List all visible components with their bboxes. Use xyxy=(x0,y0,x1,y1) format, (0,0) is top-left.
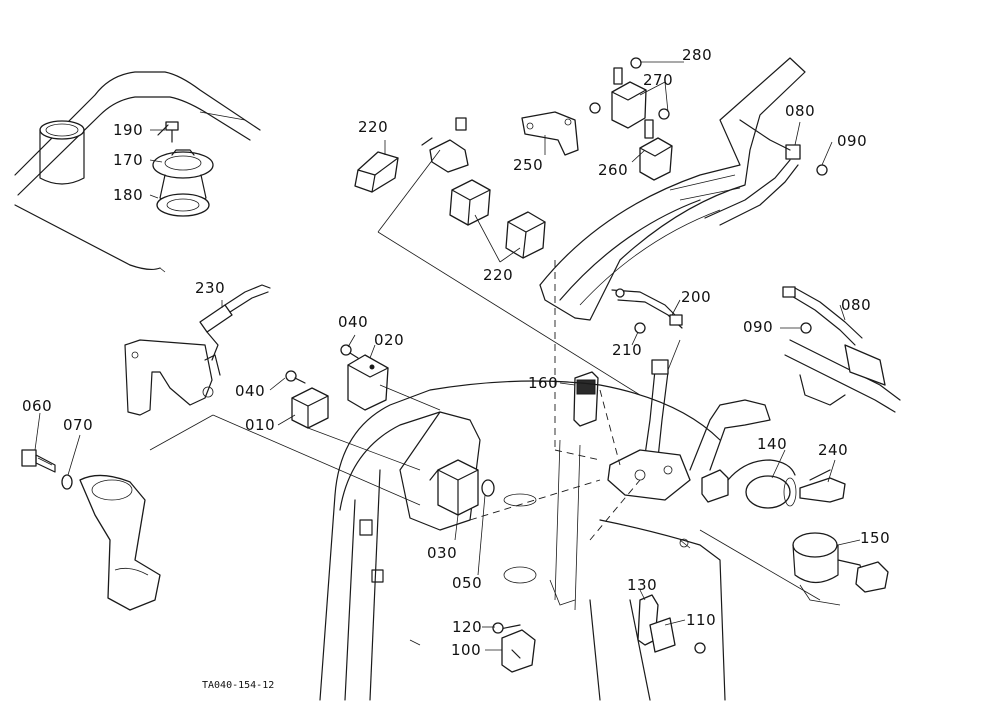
nut-050 xyxy=(481,479,495,497)
relay-260-lower xyxy=(639,119,673,181)
light-150 xyxy=(792,532,889,606)
bracket-100 xyxy=(492,622,536,673)
callout-110: 110 xyxy=(686,611,717,629)
callout-010: 010 xyxy=(245,416,276,434)
relay-220-left xyxy=(354,151,399,193)
key-240 xyxy=(799,469,846,503)
callout-030: 030 xyxy=(427,544,458,562)
callout-050: 050 xyxy=(452,574,483,592)
callout-160: 160 xyxy=(528,374,559,392)
callout-210: 210 xyxy=(612,341,643,359)
left-bracket xyxy=(124,339,221,416)
relay-220-right xyxy=(505,211,546,259)
callout-100: 100 xyxy=(451,641,482,659)
callout-090-upper: 090 xyxy=(837,132,868,150)
callout-180: 180 xyxy=(113,186,144,204)
relay-010 xyxy=(291,387,329,429)
relay-030 xyxy=(429,459,479,516)
steering-shaft xyxy=(784,339,901,413)
callout-090-lower: 090 xyxy=(743,318,774,336)
callout-270: 270 xyxy=(643,71,674,89)
callout-040-upper: 040 xyxy=(338,313,369,331)
callout-240: 240 xyxy=(818,441,849,459)
bolt-040a xyxy=(285,370,306,384)
bracket-250 xyxy=(521,111,579,156)
callout-020: 020 xyxy=(374,331,405,349)
wiring-200 xyxy=(611,288,683,334)
washer-070 xyxy=(61,474,73,490)
callout-040-lower: 040 xyxy=(235,382,266,400)
switch-230 xyxy=(199,284,271,361)
callout-120: 120 xyxy=(452,618,483,636)
callout-220-lower: 220 xyxy=(483,266,514,284)
bolt-060 xyxy=(21,449,56,473)
callout-080-upper: 080 xyxy=(785,102,816,120)
fuel-tank-outline xyxy=(14,71,261,271)
relay-020 xyxy=(347,354,389,411)
callout-260: 260 xyxy=(598,161,629,179)
harness-080-upper xyxy=(704,119,828,226)
figure-code: TA040-154-12 xyxy=(202,680,275,691)
callout-070: 070 xyxy=(63,416,94,434)
callout-220-upper: 220 xyxy=(358,118,389,136)
relay-bracket-220 xyxy=(421,117,469,173)
connector-140 xyxy=(701,459,797,509)
callout-280: 280 xyxy=(682,46,713,64)
relay-260-upper xyxy=(611,67,647,129)
bolt-040b xyxy=(340,344,359,359)
harness-080-lower xyxy=(782,286,863,346)
fuel-sender-assembly xyxy=(152,121,214,217)
filler-neck xyxy=(39,120,85,185)
callout-230: 230 xyxy=(195,279,226,297)
callout-080-lower: 080 xyxy=(841,296,872,314)
bracket-130 xyxy=(637,594,706,654)
callout-190: 190 xyxy=(113,121,144,139)
callout-250: 250 xyxy=(513,156,544,174)
relay-220-center xyxy=(449,179,491,226)
column-bracket-upper xyxy=(539,57,806,321)
dashboard-panel xyxy=(319,380,726,701)
callout-150: 150 xyxy=(860,529,891,547)
callout-060: 060 xyxy=(22,397,53,415)
callout-140: 140 xyxy=(757,435,788,453)
switch-160 xyxy=(573,371,599,427)
callout-130: 130 xyxy=(627,576,658,594)
assembly-lines xyxy=(149,149,821,601)
screws-280 xyxy=(589,57,670,120)
steering-column xyxy=(607,359,771,501)
sensor-housing xyxy=(79,474,161,611)
callout-170: 170 xyxy=(113,151,144,169)
leader-lines xyxy=(34,61,861,651)
callout-200: 200 xyxy=(681,288,712,306)
